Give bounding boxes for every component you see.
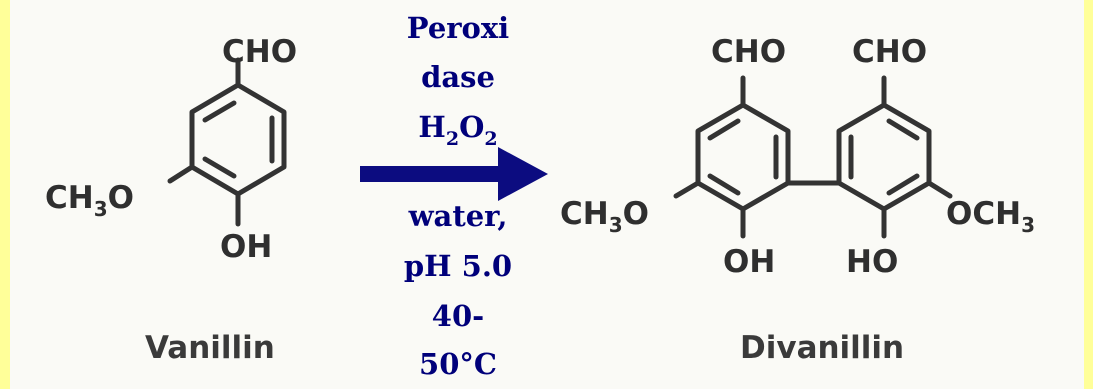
vanillin-name: Vanillin (145, 330, 275, 366)
divanillin-left-methoxy-label: CH3O (560, 196, 649, 237)
vanillin-methoxy-bond (167, 164, 195, 184)
enzyme-label-line1: Peroxi (407, 11, 509, 45)
ph-label: pH 5.0 (404, 249, 512, 283)
vanillin-ring (189, 82, 287, 197)
temperature-label-line2: 50°C (419, 347, 497, 381)
vanillin-aldehyde-label: CHO (222, 34, 297, 70)
divanillin-right-methoxy-bond (926, 180, 953, 199)
divanillin-left-ring (695, 102, 791, 212)
vanillin-structure: CHO CH3O OH (45, 34, 297, 265)
divanillin-left-aldehyde-label: CHO (711, 34, 786, 70)
temperature-label-line1: 40- (432, 299, 484, 333)
divanillin-right-hydroxyl-label: HO (846, 244, 898, 280)
vanillin-hydroxyl-label: OH (220, 229, 272, 265)
vanillin-methoxy-label: CH3O (45, 180, 134, 221)
enzyme-label-line2: dase (421, 60, 495, 94)
reaction-conditions: Peroxi dase H2O2 water, pH 5.0 40- 50°C (404, 11, 512, 381)
divanillin-right-ring (836, 102, 932, 212)
divanillin-structure: CHO CHO CH3O OCH3 OH HO (560, 34, 1035, 280)
divanillin-name: Divanillin (740, 330, 904, 366)
divanillin-right-aldehyde-label: CHO (852, 34, 927, 70)
divanillin-left-hydroxyl-label: OH (723, 244, 775, 280)
divanillin-left-methoxy-bond (673, 180, 701, 199)
divanillin-right-methoxy-label: OCH3 (946, 196, 1035, 237)
oxidant-label: H2O2 (418, 110, 497, 150)
reaction-arrow (360, 147, 548, 201)
solvent-label: water, (408, 199, 508, 233)
